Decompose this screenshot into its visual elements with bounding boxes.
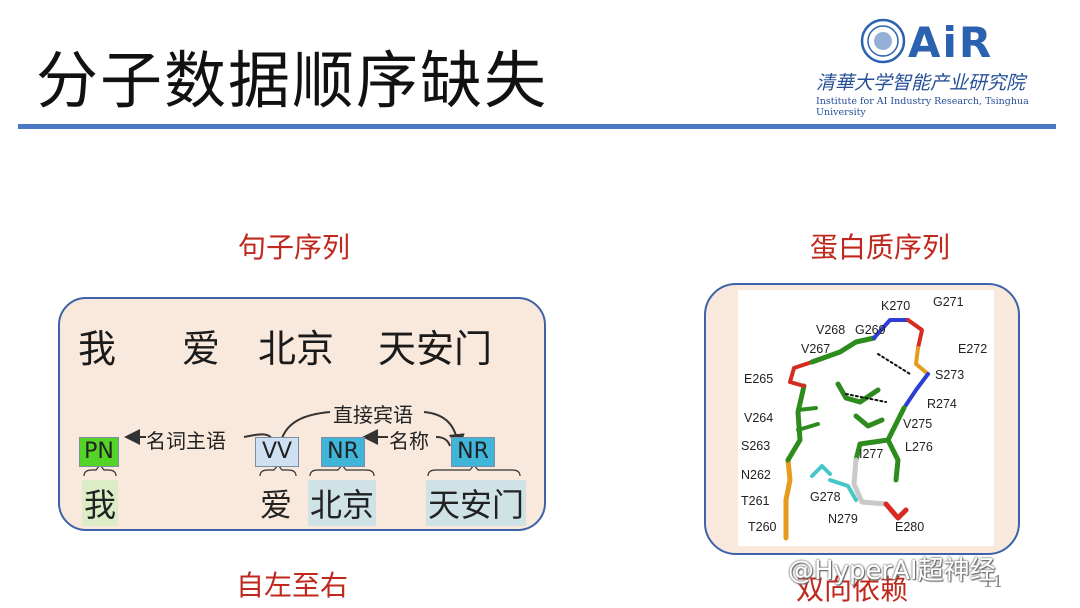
residue-label: I277 xyxy=(859,447,884,461)
residue-label: G269 xyxy=(855,323,886,337)
tagged-word: 我 xyxy=(82,480,119,526)
residue-label: E265 xyxy=(744,372,774,386)
sentence-heading: 句子序列 xyxy=(238,231,351,264)
tsinghua-seal-icon xyxy=(860,18,906,64)
residue-label: G278 xyxy=(810,490,841,504)
air-logo xyxy=(808,14,1058,114)
protein-structure-image: K270 G271 V268 G269 V267 E272 E265 S273 … xyxy=(738,290,994,546)
pos-tag-nr: NR xyxy=(451,437,495,467)
residue-label: S273 xyxy=(935,368,965,382)
institute-name-cn: 清華大学智能产业研究院 xyxy=(816,72,1026,94)
tagged-word: 爱 xyxy=(260,486,293,524)
residue-label: V267 xyxy=(801,342,831,356)
residue-label: N262 xyxy=(741,468,771,482)
residue-label: E272 xyxy=(958,342,988,356)
protein-heading: 蛋白质序列 xyxy=(810,231,951,264)
sentence-word: 我 xyxy=(78,327,117,371)
watermark: @HyperAI超神经 xyxy=(788,556,996,586)
pos-tag-nr: NR xyxy=(321,437,365,467)
residue-label: R274 xyxy=(927,397,957,411)
residue-label: N279 xyxy=(828,512,858,526)
residue-label: S263 xyxy=(741,439,771,453)
pos-tag-pn: PN xyxy=(79,437,119,467)
sentence-caption: 自左至右 xyxy=(236,569,349,602)
tagged-word: 天安门 xyxy=(426,480,527,526)
sentence-word: 北京 xyxy=(258,327,335,371)
relation-label-name: 名称 xyxy=(389,425,429,454)
sentence-word: 天安门 xyxy=(378,327,493,371)
relation-label-direct-object: 直接宾语 xyxy=(333,399,413,428)
sentence-word: 爱 xyxy=(182,327,221,371)
institute-name-en: Institute for AI Industry Research, Tsin… xyxy=(816,96,1029,118)
residue-label: T260 xyxy=(748,520,777,534)
title-divider xyxy=(18,124,1056,129)
residue-label: G271 xyxy=(933,295,964,309)
residue-label: E280 xyxy=(895,520,925,534)
protein-backbone xyxy=(783,318,930,541)
residue-label: V275 xyxy=(903,417,933,431)
residue-label: L276 xyxy=(905,440,933,454)
tagged-word: 北京 xyxy=(308,480,377,526)
protein-caption: 双向依赖 xyxy=(796,573,909,606)
air-logo-text: AiR xyxy=(908,18,994,67)
residue-label: V268 xyxy=(816,323,846,337)
residue-label: K270 xyxy=(881,299,911,313)
residue-label: T261 xyxy=(741,494,770,508)
residue-label: V264 xyxy=(744,411,774,425)
page-number: 11 xyxy=(983,572,1004,591)
slide-title: 分子数据顺序缺失 xyxy=(36,44,549,117)
pos-tag-vv: VV xyxy=(255,437,299,467)
relation-label-subject: 名词主语 xyxy=(146,425,226,454)
